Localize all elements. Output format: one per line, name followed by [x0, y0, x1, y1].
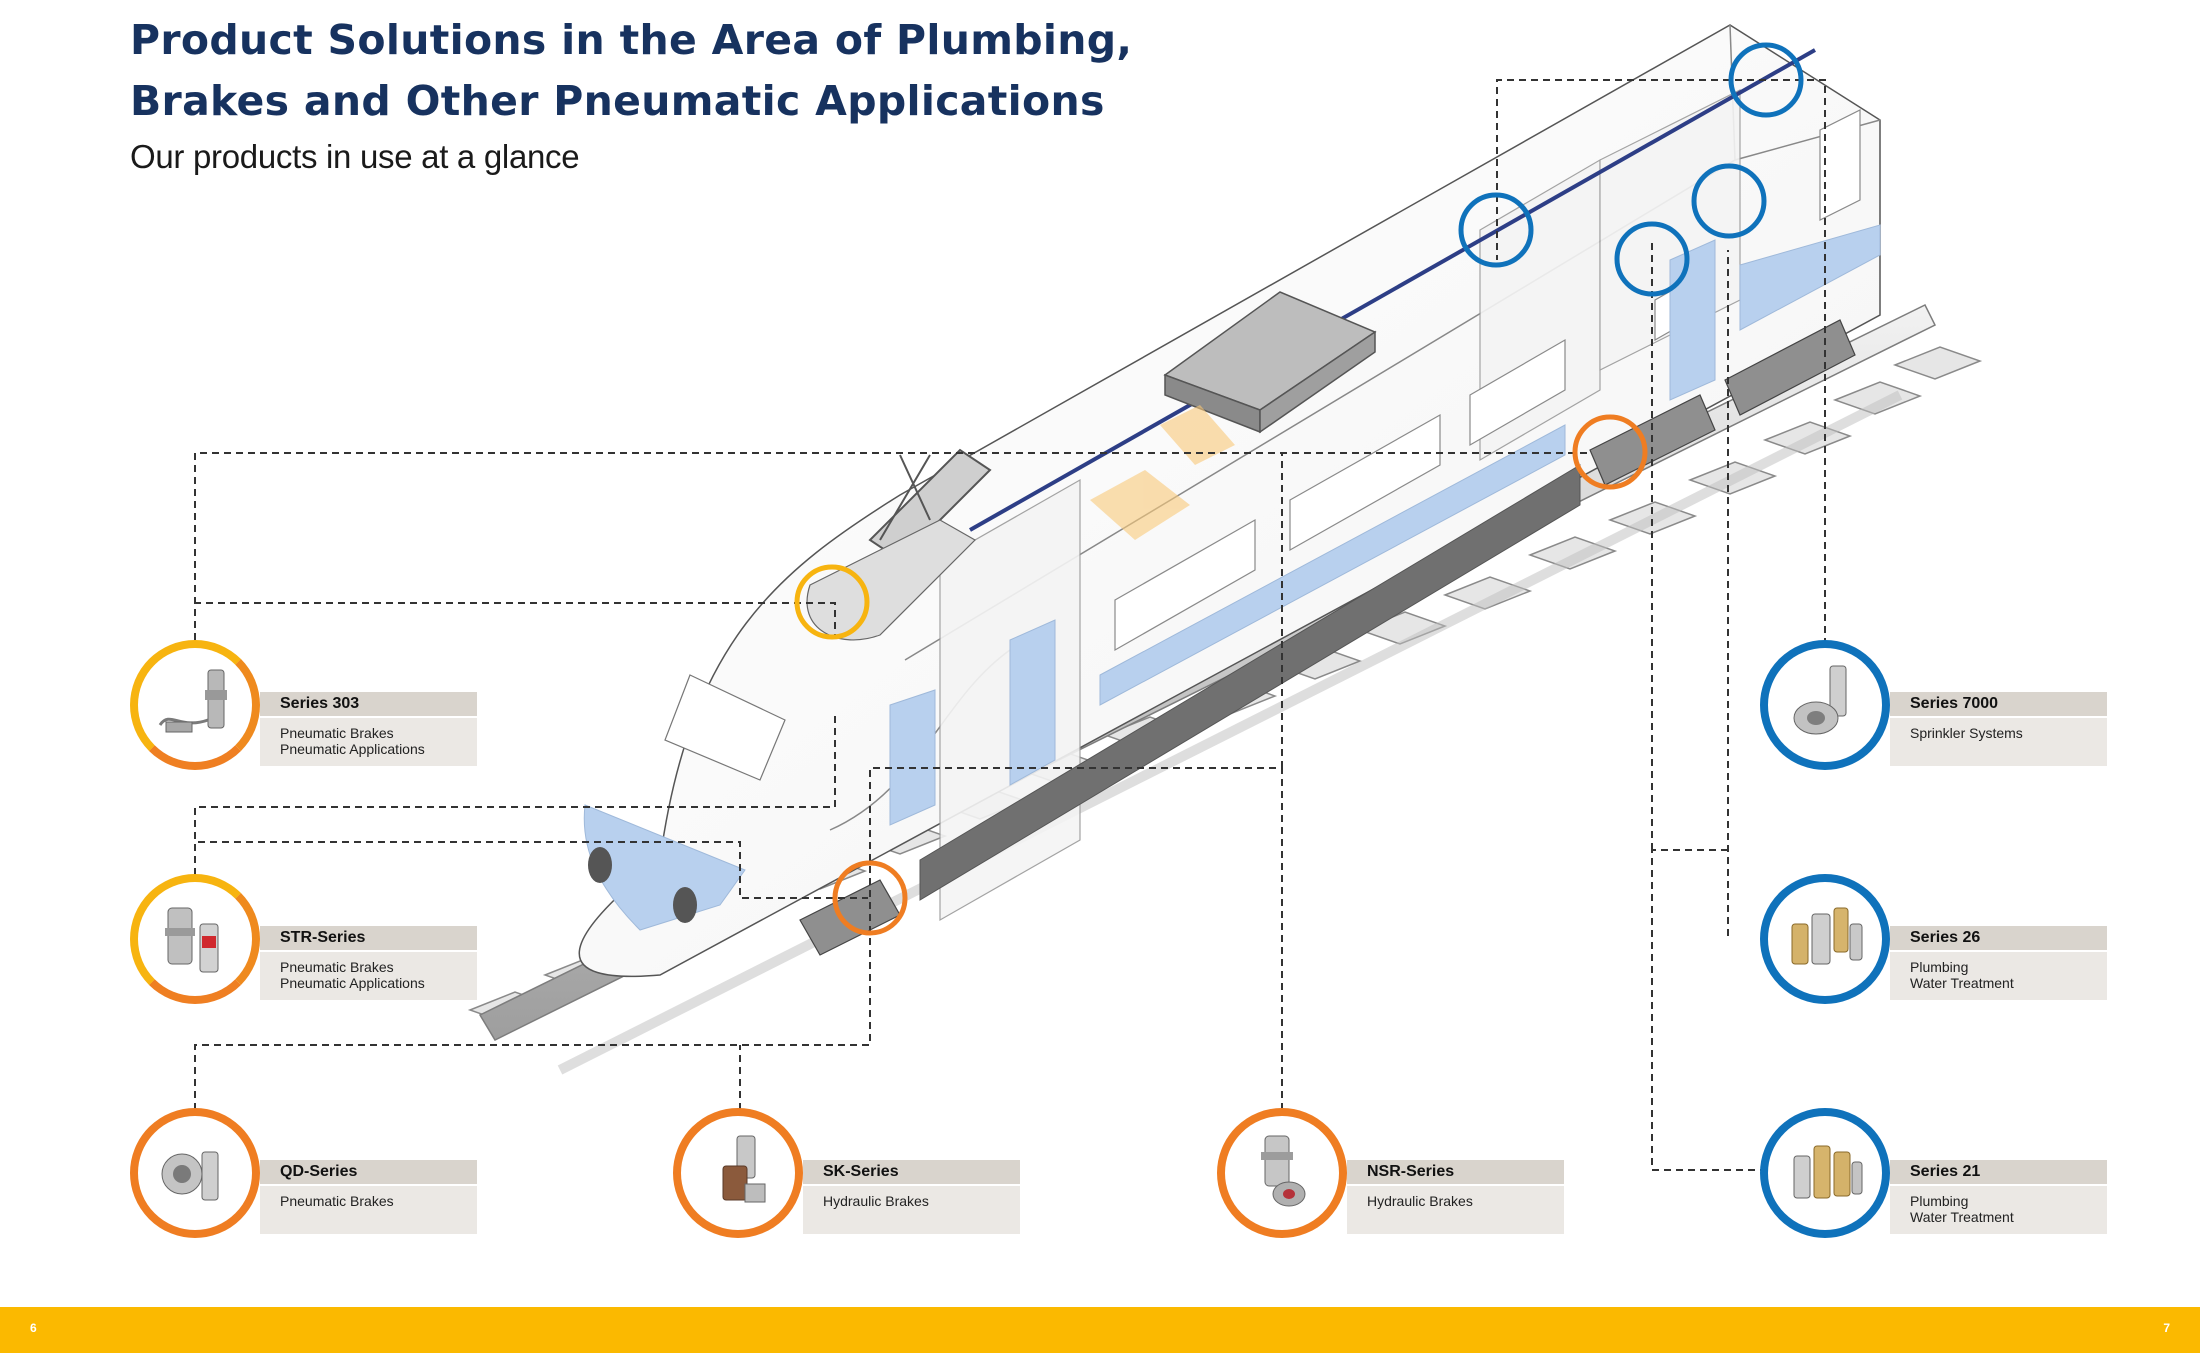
- product-image-ring: [673, 1108, 803, 1238]
- hydraulic-nipple-icon: [1261, 1135, 1306, 1207]
- underbody: [919, 464, 1581, 901]
- quick-disconnect-icon: [161, 1151, 219, 1201]
- product-applications: Plumbing Water Treatment: [1890, 1186, 2107, 1234]
- roof-line: [969, 48, 1816, 532]
- product-image-ring: [130, 640, 260, 770]
- product-card-series-7000[interactable]: Series 7000 Sprinkler Systems: [1760, 640, 2107, 770]
- product-application: Hydraulic Brakes: [1367, 1193, 1473, 1209]
- windshield: [664, 674, 786, 781]
- product-application: Plumbing: [1910, 959, 1969, 975]
- product-name: Series 26: [1890, 926, 2107, 950]
- roof-box: [1163, 291, 1377, 434]
- product-card-series-21[interactable]: Series 21 Plumbing Water Treatment: [1760, 1108, 2107, 1238]
- product-name: SK-Series: [803, 1160, 1020, 1184]
- product-applications: Hydraulic Brakes: [1347, 1186, 1564, 1234]
- footer-bar: 6 7: [0, 1307, 2200, 1353]
- product-name: NSR-Series: [1347, 1160, 1564, 1184]
- product-applications: Hydraulic Brakes: [803, 1186, 1020, 1234]
- product-image-ring: [130, 1108, 260, 1238]
- interior-highlights: [1090, 405, 1235, 540]
- rail-rear: [557, 390, 1903, 1075]
- product-card-series-26[interactable]: Series 26 Plumbing Water Treatment: [1760, 874, 2107, 1004]
- product-image-ring: [130, 874, 260, 1004]
- product-application: Sprinkler Systems: [1910, 725, 2023, 741]
- page-subtitle: Our products in use at a glance: [130, 138, 580, 175]
- product-application: Hydraulic Brakes: [823, 1193, 929, 1209]
- product-application: Pneumatic Applications: [280, 975, 425, 991]
- product-card-str-series[interactable]: STR-Series Pneumatic Brakes Pneumatic Ap…: [130, 874, 477, 1004]
- product-card-nsr-series[interactable]: NSR-Series Hydraulic Brakes: [1217, 1108, 1564, 1238]
- product-application: Plumbing: [1910, 1193, 1969, 1209]
- page-title-line-2: Brakes and Other Pneumatic Applications: [130, 77, 1105, 125]
- hydraulic-coupling-icon: [722, 1135, 766, 1203]
- product-application: Pneumatic Brakes: [280, 959, 394, 975]
- product-image-ring: [1760, 640, 1890, 770]
- product-applications: Sprinkler Systems: [1890, 718, 2107, 766]
- product-name: Series 7000: [1890, 692, 2107, 716]
- highlight-circles: [794, 42, 1804, 936]
- headlights: [588, 847, 697, 923]
- product-application: Water Treatment: [1910, 975, 2014, 991]
- product-name: Series 303: [260, 692, 477, 716]
- product-application: Pneumatic Brakes: [280, 725, 394, 741]
- product-name: QD-Series: [260, 1160, 477, 1184]
- page-number-left: 6: [30, 1321, 37, 1335]
- coupling-with-cable-icon: [158, 669, 227, 733]
- brass-coupling-set-icon: [1791, 907, 1863, 965]
- product-name: Series 21: [1890, 1160, 2107, 1184]
- product-image-ring: [1760, 874, 1890, 1004]
- product-applications: Pneumatic Brakes Pneumatic Applications: [260, 952, 477, 1000]
- product-card-series-303[interactable]: Series 303 Pneumatic Brakes Pneumatic Ap…: [130, 640, 477, 770]
- connector-lines: [194, 79, 1826, 1171]
- product-applications: Plumbing Water Treatment: [1890, 952, 2107, 1000]
- product-image-ring: [1760, 1108, 1890, 1238]
- product-application: Water Treatment: [1910, 1209, 2014, 1225]
- product-application: Pneumatic Applications: [280, 741, 425, 757]
- page-title: Product Solutions in the Area of Plumbin…: [130, 10, 1132, 132]
- product-card-qd-series[interactable]: QD-Series Pneumatic Brakes: [130, 1108, 477, 1238]
- sprinkler-coupling-icon: [1793, 665, 1847, 735]
- coupling-pair-icon: [165, 907, 219, 973]
- product-applications: Pneumatic Brakes Pneumatic Applications: [260, 718, 477, 766]
- train-windows: [1114, 109, 1861, 652]
- product-card-sk-series[interactable]: SK-Series Hydraulic Brakes: [673, 1108, 1020, 1238]
- product-applications: Pneumatic Brakes: [260, 1186, 477, 1234]
- page-title-line-1: Product Solutions in the Area of Plumbin…: [130, 16, 1133, 64]
- product-name: STR-Series: [260, 926, 477, 950]
- page-number-right: 7: [2163, 1321, 2170, 1335]
- product-application: Pneumatic Brakes: [280, 1193, 394, 1209]
- brass-coupling-set-icon: [1793, 1145, 1863, 1199]
- product-image-ring: [1217, 1108, 1347, 1238]
